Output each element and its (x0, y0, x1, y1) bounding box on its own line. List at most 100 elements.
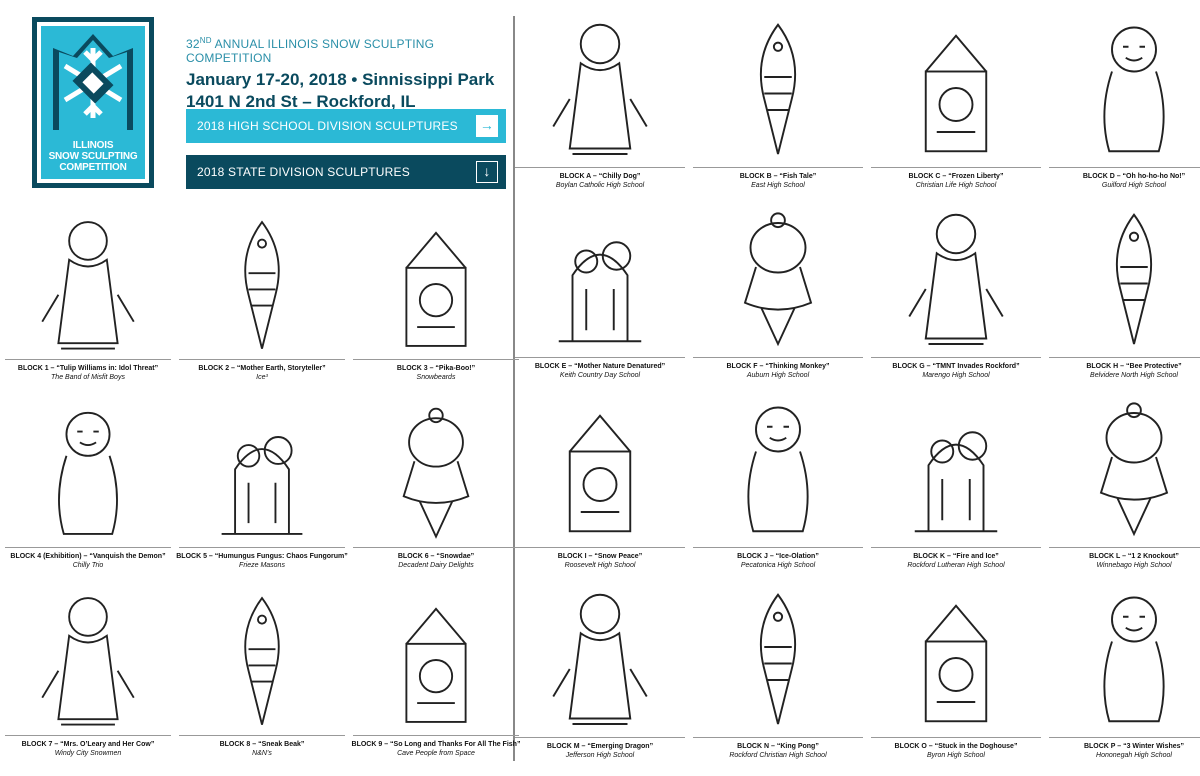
sculpture-entry: BLOCK L – “1 2 Knockout” Winnebago High S… (1045, 552, 1200, 582)
sculpture-entry: BLOCK N – “King Pong” Rockford Christian … (689, 742, 867, 772)
bulldog-doghouse-icon (924, 604, 988, 723)
sculpture-title: BLOCK L – “1 2 Knockout” (1089, 553, 1179, 560)
sculpture-title: BLOCK 4 (Exhibition) – “Vanquish the Dem… (10, 553, 166, 560)
sculpture-title: BLOCK O – “Stuck in the Doghouse” (894, 743, 1018, 750)
hippie-face-icon (568, 414, 632, 533)
sculpture-entry: BLOCK B – “Fish Tale” East High School (689, 172, 867, 202)
logo-line-2: SNOW SCULPTING (48, 151, 138, 162)
kangaroo-boxer-icon (1099, 402, 1169, 537)
honeycomb-icon (1115, 213, 1153, 345)
high-school-division-label: 2018 HIGH SCHOOL DIVISION SCULPTURES (197, 119, 458, 133)
sculpture-team: Belvidere North High School (1090, 372, 1178, 379)
caption-rule (693, 167, 863, 168)
sculpture-team: Winnebago High School (1096, 562, 1172, 569)
sculpture-team: Keith Country Day School (559, 372, 641, 379)
cow-fence-icon (41, 597, 135, 726)
demon-serpent-icon (58, 411, 118, 535)
caption-rule (179, 547, 345, 548)
owl-icon (244, 596, 280, 725)
subtitle-text: ANNUAL ILLINOIS SNOW SCULPTING COMPETITI… (186, 37, 435, 65)
sculpture-entry: BLOCK E – “Mother Nature Denatured”Keith… (511, 362, 689, 392)
sculpture-title: BLOCK N – “King Pong” (737, 743, 819, 750)
turtles-wall-icon (908, 213, 1004, 345)
sculpture-team: Auburn High School (746, 372, 810, 379)
sculpture-team: Windy City Snowmen (54, 750, 122, 757)
sculpture-entry: BLOCK J – “Ice-Olation”Pecatonica High S… (689, 552, 867, 582)
event-header: 32ND ANNUAL ILLINOIS SNOW SCULPTING COMP… (186, 36, 506, 113)
caption-rule (515, 737, 685, 738)
caption-rule (871, 357, 1041, 358)
event-subtitle: 32ND ANNUAL ILLINOIS SNOW SCULPTING COMP… (186, 36, 506, 65)
sculpture-team: East High School (751, 182, 805, 189)
genie-lamp-icon (1103, 596, 1165, 723)
sculpture-entry: BLOCK 2 – “Mother Earth, Storyteller” Ice… (175, 364, 349, 394)
dragon-egg-icon (552, 593, 648, 725)
sculpture-title: BLOCK J – “Ice-Olation” (737, 553, 819, 560)
caption-rule (515, 167, 685, 168)
sculpture-title: BLOCK 3 – “Pika-Boo!” (396, 365, 476, 372)
sculpture-entry: BLOCK K – “Fire and Ice”Rockford Luthera… (867, 552, 1045, 582)
sculpture-title: BLOCK 5 – “Humungus Fungus: Chaos Fungor… (176, 553, 348, 560)
sculpture-entry: BLOCK 8 – “Sneak Beak”N&N’s (175, 740, 349, 770)
sculpture-entry: BLOCK A – “Chilly Dog”Boylan Catholic Hi… (511, 172, 689, 202)
subtitle-number: 32 (186, 37, 200, 51)
caption-rule (693, 547, 863, 548)
mushrooms-icon (221, 436, 303, 535)
sculpture-team: Roosevelt High School (564, 562, 636, 569)
caption-rule (179, 735, 345, 736)
state-division-button[interactable]: 2018 STATE DIVISION SCULPTURES ↓ (186, 155, 506, 189)
caption-rule (5, 359, 171, 360)
sculpture-entry: BLOCK G – “TMNT Invades Rockford” Marengo… (867, 362, 1045, 392)
pikachu-egg-icon (405, 231, 467, 347)
sculpture-title: BLOCK H – “Bee Protective” (1086, 363, 1182, 370)
caption-rule (179, 359, 345, 360)
penguin-icon (747, 406, 809, 533)
logo-line-3: COMPETITION (59, 162, 127, 173)
sculpture-entry: BLOCK C – “Frozen Liberty”Christian Life… (867, 172, 1045, 202)
sculpture-title: BLOCK 2 – “Mother Earth, Storyteller” (198, 365, 326, 372)
sculpture-entry: BLOCK 3 – “Pika-Boo!” Snowbeards (349, 364, 523, 394)
sculpture-entry: BLOCK O – “Stuck in the Doghouse”Byron H… (867, 742, 1045, 772)
sculpture-entry: BLOCK 9 – “So Long and Thanks For All Th… (349, 740, 523, 770)
event-date: January 17-20, 2018 • Sinnissippi Park (186, 70, 495, 89)
sculpture-entry: BLOCK D – “Oh ho-ho-ho No!” Guilford High… (1045, 172, 1200, 202)
caption-rule (5, 735, 171, 736)
sculpture-team: Guilford High School (1101, 182, 1167, 189)
caption-rule (353, 547, 519, 548)
fish-icon (759, 23, 797, 155)
logo-inner: ILLINOIS SNOW SCULPTING COMPETITION (37, 22, 149, 183)
sculpture-team: Frieze Masons (239, 562, 285, 569)
empire-state-ape-icon (759, 593, 797, 725)
sculpture-title: BLOCK 9 – “So Long and Thanks For All Th… (351, 741, 521, 748)
caption-rule (353, 735, 519, 736)
sculpture-title: BLOCK M – “Emerging Dragon” (546, 743, 654, 750)
page-divider (513, 16, 515, 761)
sculpture-title: BLOCK B – “Fish Tale” (739, 173, 817, 180)
caption-rule (1049, 357, 1200, 358)
sculpture-team: The Band of Misfit Boys (51, 374, 125, 381)
sculpture-team: Chilly Trio (72, 562, 104, 569)
dragon-serpent-icon (914, 431, 998, 533)
sculpture-entry: BLOCK H – “Bee Protective” Belvidere Nort… (1045, 362, 1200, 392)
half-face-rose-icon (558, 241, 642, 343)
caption-rule (5, 547, 171, 548)
logo-text: ILLINOIS SNOW SCULPTING COMPETITION (41, 135, 145, 179)
sculpture-team: Ice³ (256, 374, 268, 381)
sculpture-entry: BLOCK P – “3 Winter Wishes”Hononegah Hig… (1045, 742, 1200, 772)
caption-rule (871, 167, 1041, 168)
sculpture-title: BLOCK D – “Oh ho-ho-ho No!” (1082, 173, 1186, 180)
sculpture-team: Rockford Lutheran High School (907, 562, 1005, 569)
sculpture-team: Snowbeards (416, 374, 456, 381)
caption-rule (693, 737, 863, 738)
sculpture-team: Cave People from Space (397, 750, 475, 757)
sculpture-title: BLOCK A – “Chilly Dog” (559, 173, 641, 180)
high-school-division-button[interactable]: 2018 HIGH SCHOOL DIVISION SCULPTURES → (186, 109, 506, 143)
sculpture-entry: BLOCK 4 (Exhibition) – “Vanquish the Dem… (1, 552, 175, 582)
sculpture-team: Rockford Christian High School (729, 752, 827, 759)
sculpture-team: Marengo High School (922, 372, 990, 379)
sculpture-team: Christian Life High School (915, 182, 997, 189)
astronaut-fish-icon (405, 607, 467, 723)
sculpture-title: BLOCK 7 – “Mrs. O’Leary and Her Cow” (21, 741, 155, 748)
caption-rule (1049, 547, 1200, 548)
sculpture-title: BLOCK G – “TMNT Invades Rockford” (892, 363, 1020, 370)
